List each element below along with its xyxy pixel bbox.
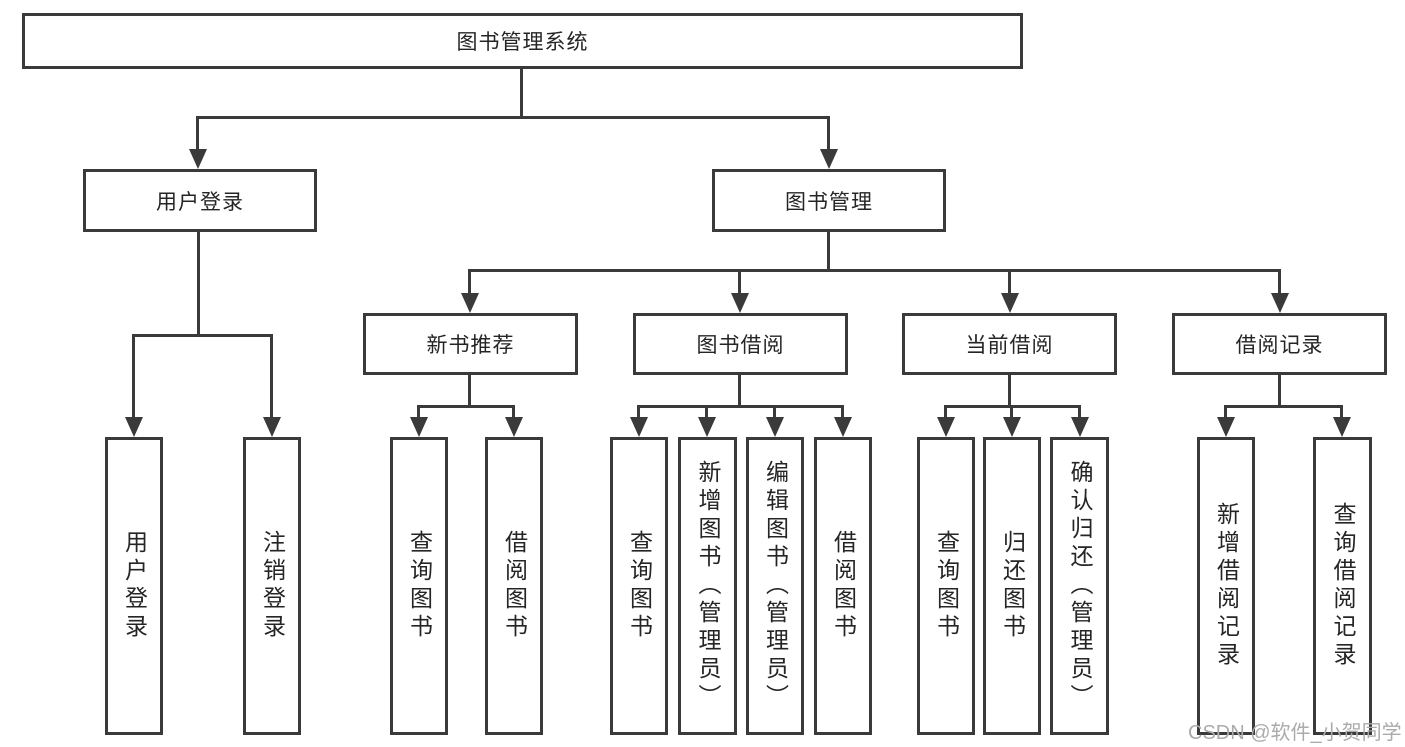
connector-root-stem — [520, 69, 523, 118]
connector-drop — [468, 269, 471, 297]
node-leaf-bb-add: 新增图书（管理员） — [678, 437, 737, 735]
node-leaf-bb-add-label: 新增图书（管理员） — [695, 460, 721, 712]
node-new-book-rec-label: 新书推荐 — [426, 334, 515, 357]
node-borrow-records: 借阅记录 — [1172, 313, 1387, 375]
connector-drop — [773, 405, 776, 421]
node-book-mgmt-branch: 图书管理 — [712, 169, 946, 232]
node-leaf-bb-borrow-label: 借阅图书 — [830, 530, 857, 642]
node-leaf-cb-confirm: 确认归还（管理员） — [1050, 437, 1109, 735]
node-leaf-bb-borrow: 借阅图书 — [814, 437, 872, 735]
node-current-borrow-label: 当前借阅 — [965, 334, 1054, 357]
node-leaf-bb-query-label: 查询图书 — [626, 530, 653, 642]
arrow-down-icon — [125, 417, 143, 437]
connector-drop — [196, 116, 199, 152]
connector-drop — [637, 405, 640, 421]
arrow-down-icon — [1071, 417, 1089, 437]
node-root-label: 图书管理系统 — [456, 31, 589, 54]
connector-drop — [132, 334, 135, 422]
watermark: CSDN @软件_小贺同学 — [1188, 722, 1402, 744]
connector-drop — [270, 334, 273, 422]
arrow-down-icon — [630, 417, 648, 437]
connector-newrec-hline — [417, 405, 515, 408]
arrow-down-icon — [263, 417, 281, 437]
arrow-down-icon — [461, 293, 479, 313]
arrow-down-icon — [698, 417, 716, 437]
arrow-down-icon — [731, 293, 749, 313]
connector-drop — [738, 269, 741, 297]
node-book-borrow: 图书借阅 — [633, 313, 848, 375]
connector-bookmgmt-stem — [827, 232, 830, 271]
arrow-down-icon — [410, 417, 428, 437]
node-user-login-branch-label: 用户登录 — [156, 190, 244, 214]
node-leaf-br-add: 新增借阅记录 — [1197, 437, 1255, 735]
node-leaf-bb-query: 查询图书 — [610, 437, 668, 735]
arrow-down-icon — [1217, 417, 1235, 437]
node-leaf-bb-edit: 编辑图书（管理员） — [746, 437, 804, 735]
arrow-down-icon — [1001, 293, 1019, 313]
connector-borrow-hline — [637, 405, 844, 408]
connector-root-hline — [196, 116, 830, 119]
connector-bookmgmt-hline — [468, 269, 1281, 272]
node-leaf-logout-label: 注销登录 — [259, 530, 286, 642]
connector-drop — [1340, 405, 1343, 421]
connector-drop — [1010, 405, 1013, 421]
node-user-login-branch: 用户登录 — [83, 169, 317, 232]
connector-drop — [1008, 269, 1011, 297]
node-leaf-cb-return-label: 归还图书 — [999, 530, 1026, 642]
arrow-down-icon — [820, 149, 838, 169]
connector-drop — [841, 405, 844, 421]
node-book-mgmt-branch-label: 图书管理 — [785, 190, 873, 214]
node-leaf-br-query: 查询借阅记录 — [1313, 437, 1372, 735]
arrow-down-icon — [937, 417, 955, 437]
node-leaf-cb-query: 查询图书 — [917, 437, 975, 735]
connector-drop — [417, 405, 420, 421]
node-new-book-rec: 新书推荐 — [363, 313, 578, 375]
arrow-down-icon — [1333, 417, 1351, 437]
node-leaf-user-login: 用户登录 — [105, 437, 163, 735]
connector-newrec-stem — [468, 375, 471, 407]
connector-drop — [1224, 405, 1227, 421]
node-leaf-nbr-query-label: 查询图书 — [406, 530, 433, 642]
arrow-down-icon — [834, 417, 852, 437]
arrow-down-icon — [1271, 293, 1289, 313]
arrow-down-icon — [505, 417, 523, 437]
connector-current-stem — [1008, 375, 1011, 407]
node-leaf-cb-return: 归还图书 — [983, 437, 1041, 735]
arrow-down-icon — [189, 149, 207, 169]
connector-records-stem — [1278, 375, 1281, 407]
arrow-down-icon — [1003, 417, 1021, 437]
connector-records-hline — [1224, 405, 1343, 408]
connector-drop — [512, 405, 515, 421]
node-leaf-user-login-label: 用户登录 — [121, 530, 148, 642]
connector-drop — [827, 116, 830, 152]
node-book-borrow-label: 图书借阅 — [696, 334, 785, 357]
node-root: 图书管理系统 — [22, 13, 1023, 69]
node-leaf-cb-query-label: 查询图书 — [933, 530, 960, 642]
node-current-borrow: 当前借阅 — [902, 313, 1117, 375]
connector-drop — [1078, 405, 1081, 421]
node-leaf-logout: 注销登录 — [243, 437, 301, 735]
node-leaf-bb-edit-label: 编辑图书（管理员） — [762, 460, 789, 712]
connector-userlogin-hline — [132, 334, 273, 337]
connector-borrow-stem — [738, 375, 741, 407]
arrow-down-icon — [766, 417, 784, 437]
node-leaf-nbr-query: 查询图书 — [390, 437, 448, 735]
node-leaf-br-query-label: 查询借阅记录 — [1330, 502, 1356, 670]
connector-drop — [944, 405, 947, 421]
connector-drop — [1278, 269, 1281, 297]
node-leaf-cb-confirm-label: 确认归还（管理员） — [1067, 460, 1093, 712]
connector-drop — [705, 405, 708, 421]
node-borrow-records-label: 借阅记录 — [1235, 334, 1324, 357]
node-leaf-nbr-borrow: 借阅图书 — [485, 437, 543, 735]
node-leaf-nbr-borrow-label: 借阅图书 — [501, 530, 528, 642]
node-leaf-br-add-label: 新增借阅记录 — [1213, 502, 1240, 670]
connector-userlogin-stem — [197, 232, 200, 336]
